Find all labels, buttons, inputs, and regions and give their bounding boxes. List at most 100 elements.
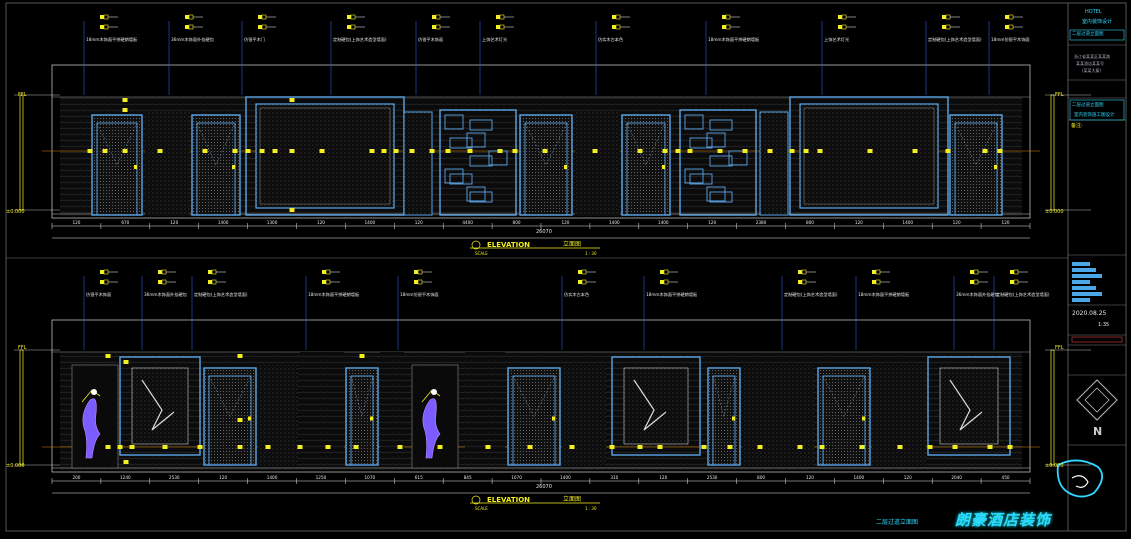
upper-left-level: ±0.000 — [6, 209, 25, 215]
lower-art-3-art — [939, 367, 999, 445]
upper-callout-1-tag-a — [185, 15, 189, 19]
upper-lattice-2-bar-3 — [689, 173, 713, 185]
upper-scale-value: 1 : 30 — [585, 251, 597, 256]
lower-dim-label-0: 200 — [72, 475, 80, 480]
upper-dim-label-0: 120 — [72, 220, 80, 225]
tb-red-field — [1071, 336, 1123, 343]
upper-dim-label-2: 120 — [170, 220, 178, 225]
upper-lattice-1-bar-4 — [469, 191, 493, 203]
lower-dim-label-17: 120 — [904, 475, 912, 480]
upper-stone-2 — [575, 112, 620, 215]
issue-date: 2020.08.25 — [1072, 310, 1107, 317]
upper-lattice-1-bar-3 — [449, 173, 473, 185]
upper-mark-30 — [803, 149, 809, 153]
upper-mark-5 — [232, 149, 238, 153]
lower-wood-1 — [300, 352, 344, 466]
upper-mark-top-1 — [122, 98, 128, 102]
upper-dim-label-19: 120 — [1002, 220, 1010, 225]
upper-lattice-2-cell-4 — [706, 186, 726, 202]
lower-dim-label-13: 2530 — [707, 475, 718, 480]
lower-left-level-bar — [19, 349, 24, 466]
lower-callout-10-tag-c — [1010, 280, 1014, 284]
upper-lattice-2-bar-0 — [709, 119, 733, 131]
upper-callout-1-tag-b — [188, 14, 194, 20]
upper-callout-4-tag-b — [435, 14, 441, 20]
lower-mark-20 — [757, 445, 763, 449]
upper-dim-label-5: 120 — [317, 220, 325, 225]
lower-callout-4-tag-c — [414, 280, 418, 284]
sheet-border — [5, 2, 1127, 532]
lower-callout-2-text: 定制硬包(上饰艺术造型墙面) — [194, 291, 248, 298]
upper-right-level: ±0.000 — [1045, 209, 1064, 215]
upper-callout-9-tag-a — [942, 15, 946, 19]
upper-lattice-1-bar-2 — [469, 155, 493, 167]
lower-callout-7-text: 定制硬包(上饰艺术造型墙面) — [784, 291, 838, 298]
lower-callout-1-tag-a — [158, 270, 162, 274]
upper-callout-7-tag-c — [722, 25, 726, 29]
lower-callout-5-tag-a — [578, 270, 582, 274]
upper-callout-8-tag-b — [841, 14, 847, 20]
lower-mark-top-1 — [105, 354, 111, 358]
upper-callout-2-text: 仿银平木门 — [244, 36, 265, 43]
lower-callout-6-tag-c — [660, 280, 664, 284]
lower-callout-0-tag-d — [103, 279, 109, 285]
lower-callout-0-tag-a — [100, 270, 104, 274]
upper-lattice-2-bar-1 — [689, 137, 713, 149]
lower-mark-15 — [609, 445, 615, 449]
lower-door-4-swing — [712, 375, 736, 418]
lower-mark-24 — [897, 445, 903, 449]
lower-callout-3-tag-c — [322, 280, 326, 284]
upper-mark-2 — [122, 149, 128, 153]
lower-mark-22 — [819, 445, 825, 449]
lower-door-1 — [203, 367, 257, 466]
upper-callout-2-tag-d — [261, 24, 267, 30]
upper-dim-label-18: 120 — [953, 220, 961, 225]
upper-callout-10-text: 18mm仿银平木饰面 — [991, 36, 1030, 43]
upper-mark-31 — [817, 149, 823, 153]
lower-art-2-art-stroke — [633, 379, 667, 431]
upper-callout-5-tag-c — [496, 25, 500, 29]
upper-elevation-title: ELEVATION — [487, 241, 531, 249]
lower-stone-2 — [562, 365, 606, 465]
lower-art-1-art-stroke — [141, 379, 175, 431]
upper-callout-8-text: 上饰艺术灯光 — [824, 36, 849, 43]
lower-mark-6 — [265, 445, 271, 449]
lower-mark-21 — [797, 445, 803, 449]
upper-mark-14 — [409, 149, 415, 153]
tb-title-box — [1069, 99, 1125, 121]
upper-callout-4-text: 仿银平木饰面 — [418, 36, 443, 43]
upper-door-5-handle — [994, 165, 997, 169]
upper-mark-1 — [102, 149, 108, 153]
upper-callout-3-tag-c — [347, 25, 351, 29]
lower-callout-2-tag-c — [208, 280, 212, 284]
lower-dim-label-15: 120 — [806, 475, 814, 480]
lower-callout-5-tag-d — [581, 279, 587, 285]
upper-mark-6 — [245, 149, 251, 153]
tb-info-bar-6 — [1072, 298, 1090, 302]
address-line-3: (某某大厦) — [1082, 68, 1102, 73]
lower-callout-6-tag-d — [663, 279, 669, 285]
lower-callout-0-text: 仿银平木饰面 — [86, 291, 111, 298]
lower-dim-label-16: 1400 — [854, 475, 865, 480]
lower-overall-dimension: 26070 — [536, 484, 552, 490]
lower-mark-25 — [927, 445, 933, 449]
upper-dim-label-8: 4400 — [462, 220, 473, 225]
lower-mark-3 — [162, 445, 168, 449]
lower-mark-4 — [197, 445, 203, 449]
upper-dim-label-3: 1400 — [218, 220, 229, 225]
upper-left-ffl: FFL — [18, 92, 27, 98]
lower-mark-26 — [952, 445, 958, 449]
upper-callout-5-tag-d — [499, 24, 505, 30]
lower-callout-10-tag-d — [1013, 279, 1019, 285]
upper-callout-4-tag-a — [432, 15, 436, 19]
upper-mark-10 — [319, 149, 325, 153]
upper-stone-1 — [145, 112, 190, 215]
upper-callout-6-tag-b — [615, 14, 621, 20]
upper-callout-1-text: 36mm木饰面外挂硬包 — [171, 36, 215, 43]
lower-callout-2-tag-a — [208, 270, 212, 274]
lower-mark-1 — [117, 445, 123, 449]
lower-elevation-title: ELEVATION — [487, 496, 531, 504]
upper-door-4-handle — [662, 165, 665, 169]
lower-dim-label-4: 1400 — [267, 475, 278, 480]
